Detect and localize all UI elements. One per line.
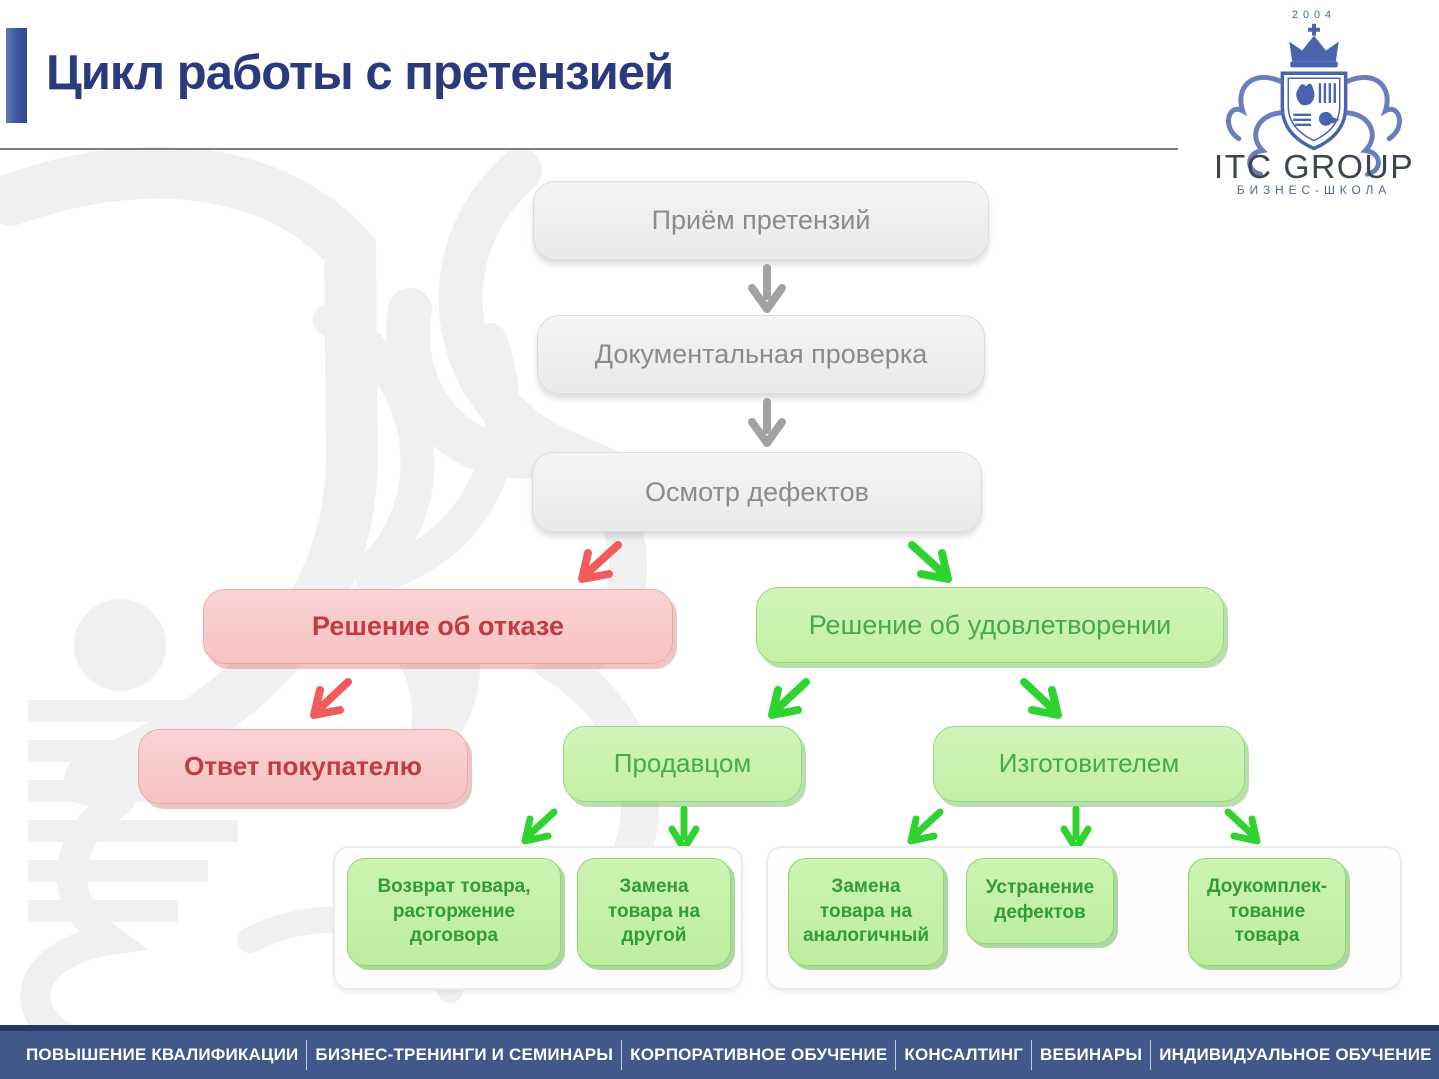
node-izgotovitelem: Изготовителем	[933, 726, 1245, 802]
footer-item-biznes-treningi: БИЗНЕС-ТРЕНИНГИ И СЕМИНАРЫ	[315, 1045, 614, 1064]
logo-subtitle: БИЗНЕС-ШКОЛА	[1237, 183, 1391, 197]
footer-divider	[1150, 1040, 1152, 1070]
logo-name: ITC GROUP	[1214, 149, 1414, 186]
logo-crest: 2004 ITC GROUP БИЗНЕС-ШКОЛА	[1214, 9, 1414, 197]
logo-cross-icon	[1308, 23, 1320, 36]
arrow-diag-left-green-1	[768, 678, 810, 719]
logo-flourishes	[1226, 74, 1402, 177]
arrow-diag-left-green-manuf-1	[907, 808, 944, 845]
arrow-diag-right-green-1	[908, 541, 952, 583]
node-reshenie-ob-otkaze: Решение об отказе	[203, 589, 673, 664]
node-doukomplektovanie-tovara: Доукомплек- тование товара	[1188, 858, 1346, 966]
page-title: Цикл работы с претензией	[46, 46, 674, 100]
arrow-diag-left-red-2	[310, 678, 352, 719]
footer-divider	[621, 1040, 623, 1070]
node-dokumentalnaya-proverka: Документальная проверка	[537, 315, 985, 394]
logo-shield	[1280, 71, 1348, 151]
footer-divider	[306, 1040, 308, 1070]
title-accent-bar	[6, 28, 27, 123]
node-priem-pretenziy: Приём претензий	[533, 181, 989, 260]
footer-bar: ПОВЫШЕНИЕ КВАЛИФИКАЦИИ БИЗНЕС-ТРЕНИНГИ И…	[0, 1025, 1439, 1079]
arrow-down-gray-2	[748, 398, 786, 447]
node-otvet-pokupatelyu: Ответ покупателю	[138, 729, 468, 804]
node-zamena-tovara-na-drugoy: Замена товара на другой	[577, 858, 731, 966]
footer-item-povyshenie-kvalifikacii: ПОВЫШЕНИЕ КВАЛИФИКАЦИИ	[26, 1045, 299, 1064]
arrow-diag-right-green-2	[1020, 678, 1062, 719]
node-osmotr-defektov: Осмотр дефектов	[532, 452, 982, 532]
arrow-down-gray-1	[748, 264, 786, 313]
footer-item-korporativnoe-obuchenie: КОРПОРАТИВНОЕ ОБУЧЕНИЕ	[630, 1045, 888, 1064]
node-ustranenie-defektov: Устранение дефектов	[966, 858, 1114, 944]
footer-divider	[1031, 1040, 1033, 1070]
node-zamena-tovara-na-analogichny: Замена товара на аналогичный	[788, 858, 944, 966]
footer-item-vebinary: ВЕБИНАРЫ	[1040, 1045, 1143, 1064]
node-vozvrat-tovara-rastorzhenie-dogovora: Возврат товара, расторжение договора	[347, 858, 561, 966]
arrow-diag-left-red-1	[578, 541, 622, 583]
node-prodavtsom: Продавцом	[563, 726, 802, 802]
footer-divider	[895, 1040, 897, 1070]
logo-crown	[1289, 35, 1339, 68]
footer-item-individualnoe-obuchenie: ИНДИВИДУАЛЬНОЕ ОБУЧЕНИЕ	[1159, 1045, 1432, 1064]
logo-year: 2004	[1292, 9, 1336, 21]
arrow-diag-right-green-manuf-3	[1224, 808, 1261, 845]
header-separator	[0, 148, 1178, 150]
footer-item-konsalting: КОНСАЛТИНГ	[904, 1045, 1024, 1064]
arrow-diag-left-green-seller-1	[521, 808, 558, 845]
node-reshenie-ob-udovletvorenii: Решение об удовлетворении	[756, 587, 1224, 663]
